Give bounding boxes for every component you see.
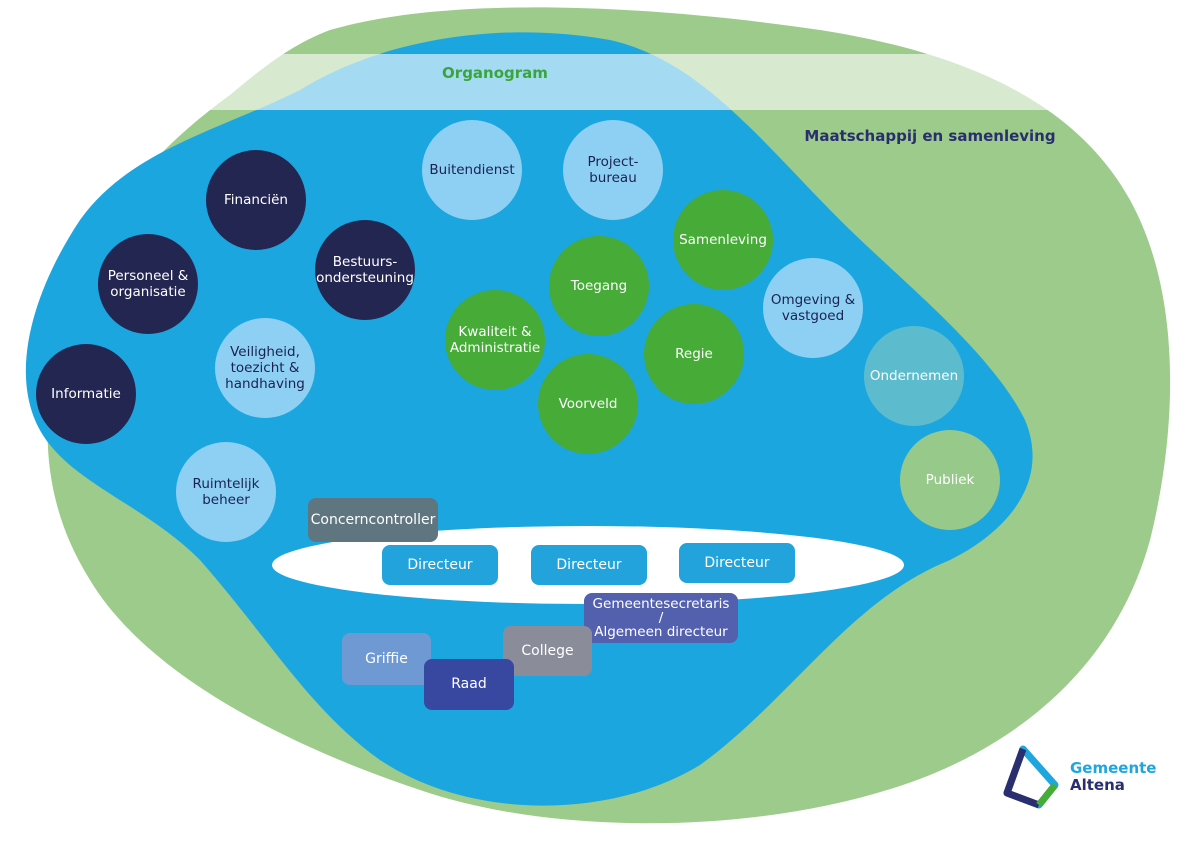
- circle-personeel-organisatie: Personeel & organisatie: [98, 234, 198, 334]
- circle-veiligheid: Veiligheid, toezicht & handhaving: [215, 318, 315, 418]
- logo-line-1: Gemeente: [1070, 759, 1157, 777]
- circle-ondernemen: Ondernemen: [864, 326, 964, 426]
- diagram-title: Organogram: [442, 64, 548, 82]
- circle-informatie: Informatie: [36, 344, 136, 444]
- logo-line-2: Altena: [1070, 776, 1125, 794]
- circle-projectbureau: Project- bureau: [563, 120, 663, 220]
- box-directeur-1: Directeur: [382, 545, 498, 585]
- title-band: [205, 54, 1065, 110]
- circle-regie: Regie: [644, 304, 744, 404]
- box-griffie: Griffie: [342, 633, 431, 685]
- circle-kwaliteit-administratie: Kwaliteit & Administratie: [445, 290, 545, 390]
- circle-buitendienst: Buitendienst: [422, 120, 522, 220]
- circle-ruimtelijk-beheer: Ruimtelijk beheer: [176, 442, 276, 542]
- box-directeur-3: Directeur: [679, 543, 795, 583]
- logo-text: Gemeente Altena: [1070, 760, 1156, 794]
- box-directeur-2: Directeur: [531, 545, 647, 585]
- box-gemeentesecretaris: Gemeentesecretaris / Algemeen directeur: [584, 593, 738, 643]
- box-raad: Raad: [424, 659, 514, 710]
- circle-publiek: Publiek: [900, 430, 1000, 530]
- gemeente-altena-logo: [1003, 745, 1059, 809]
- box-college: College: [503, 626, 592, 676]
- circle-voorveld: Voorveld: [538, 354, 638, 454]
- circle-omgeving-vastgoed: Omgeving & vastgoed: [763, 258, 863, 358]
- circle-toegang: Toegang: [549, 236, 649, 336]
- box-concerncontroller: Concerncontroller: [308, 498, 438, 542]
- circle-financien: Financiën: [206, 150, 306, 250]
- society-title: Maatschappij en samenleving: [804, 127, 1056, 145]
- circle-samenleving: Samenleving: [673, 190, 773, 290]
- circle-bestuursondersteuning: Bestuurs- ondersteuning: [315, 220, 415, 320]
